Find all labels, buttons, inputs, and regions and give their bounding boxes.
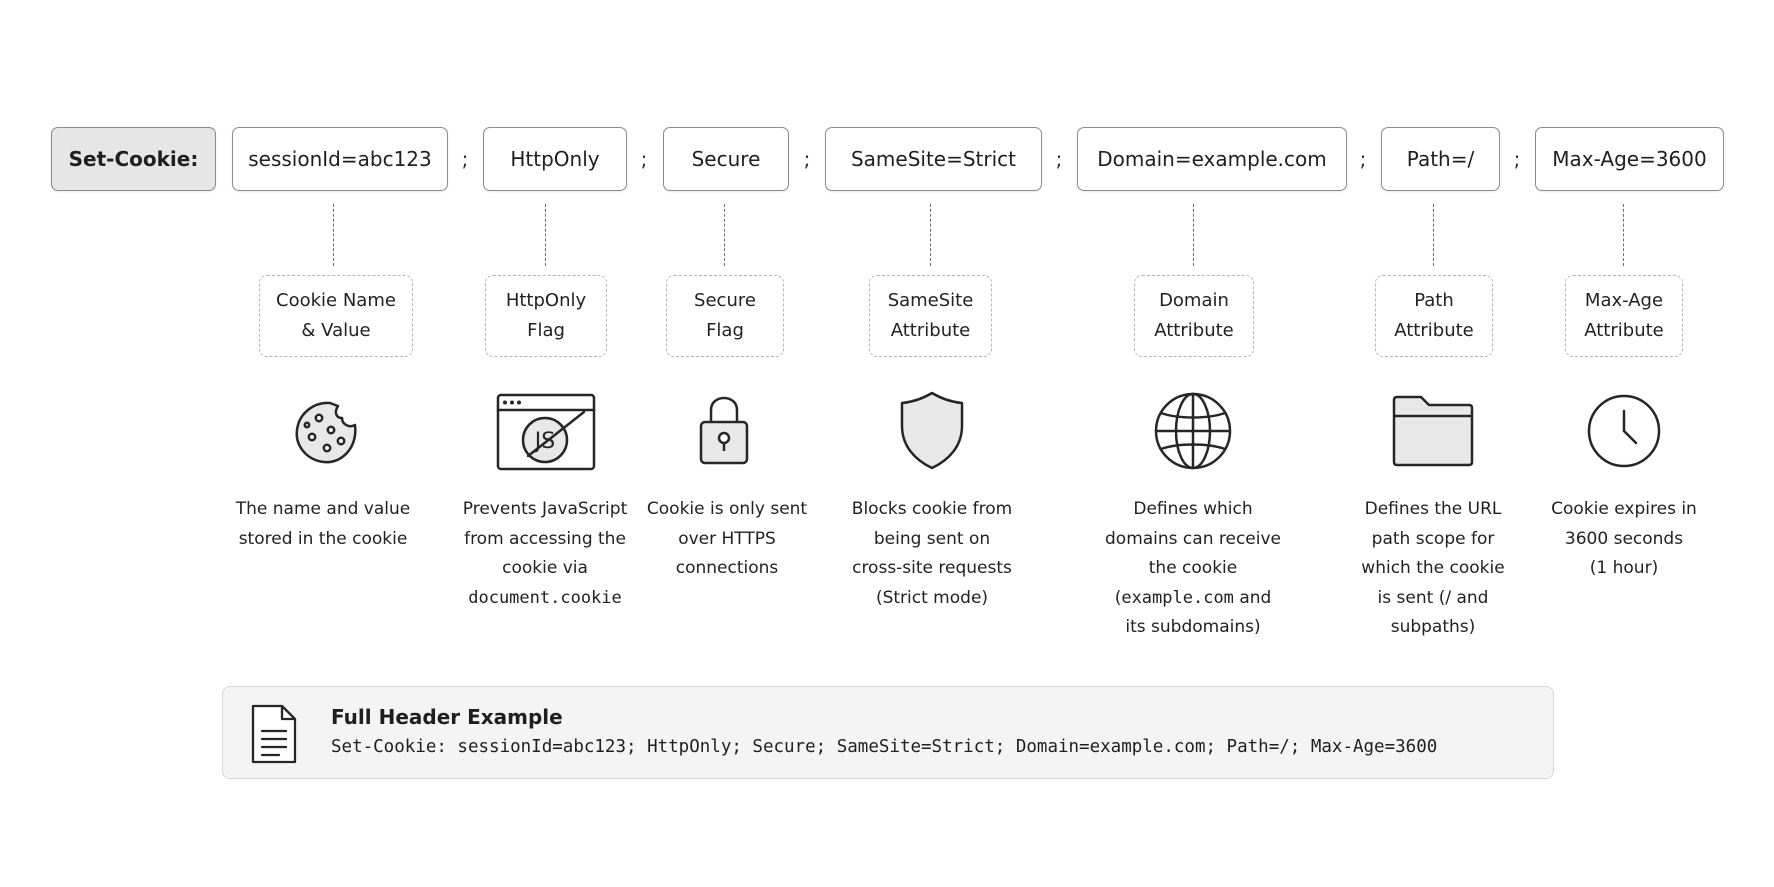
label-cookie-name-value: Cookie Name& Value xyxy=(259,275,413,357)
connector-line xyxy=(545,204,546,266)
no-javascript-icon: JS xyxy=(496,390,596,472)
separator: ; xyxy=(1359,147,1367,171)
description-cookie-name-value: The name and value stored in the cookie xyxy=(235,499,411,549)
description-samesite: Blocks cookie from being sent on cross-s… xyxy=(851,499,1013,608)
token-domain: Domain=example.com xyxy=(1077,127,1347,191)
token-max-age: Max-Age=3600 xyxy=(1535,127,1724,191)
token-path: Path=/ xyxy=(1381,127,1500,191)
description-httponly: Prevents JavaScript from accessing the c… xyxy=(462,499,628,608)
connector-line xyxy=(1193,204,1194,266)
separator: ; xyxy=(1513,147,1521,171)
clock-icon xyxy=(1574,390,1674,472)
connector-line xyxy=(724,204,725,266)
token-samesite: SameSite=Strict xyxy=(825,127,1042,191)
description-max-age: Cookie expires in 3600 seconds (1 hour) xyxy=(1551,499,1697,578)
separator: ; xyxy=(640,147,648,171)
full-header-example-box: Full Header Example Set-Cookie: sessionI… xyxy=(222,686,1554,779)
separator: ; xyxy=(803,147,811,171)
token-httponly: HttpOnly xyxy=(483,127,627,191)
connector-line xyxy=(1623,204,1624,266)
example-title: Full Header Example xyxy=(331,705,563,729)
token-secure: Secure xyxy=(663,127,789,191)
connector-line xyxy=(1433,204,1434,266)
description-secure: Cookie is only sent over HTTPS connectio… xyxy=(646,499,808,578)
description-path: Defines the URL path scope for which the… xyxy=(1361,499,1505,637)
example-header-code: Set-Cookie: sessionId=abc123; HttpOnly; … xyxy=(331,737,1438,757)
separator: ; xyxy=(1055,147,1063,171)
separator: ; xyxy=(461,147,469,171)
token-session-id: sessionId=abc123 xyxy=(232,127,448,191)
cookie-icon xyxy=(278,390,378,472)
set-cookie-header-name: Set-Cookie: xyxy=(51,127,216,191)
globe-icon xyxy=(1143,390,1243,472)
lock-icon xyxy=(674,390,774,472)
shield-icon xyxy=(882,390,982,472)
folder-icon xyxy=(1383,390,1483,472)
connector-line xyxy=(333,204,334,266)
document-icon xyxy=(249,703,299,765)
description-domain: Defines which domains can receive the co… xyxy=(1105,499,1281,637)
connector-line xyxy=(930,204,931,266)
